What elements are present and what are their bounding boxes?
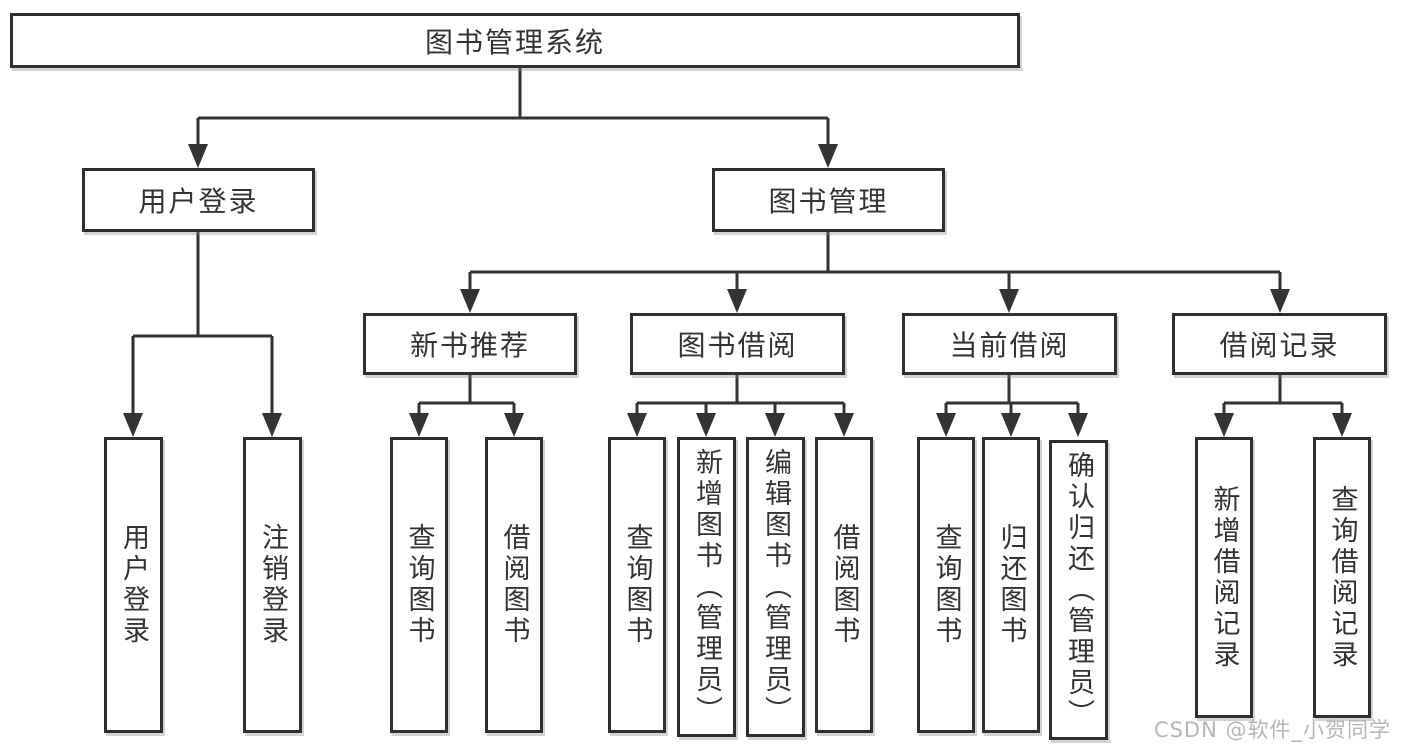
leaf-borrow-books: 借阅图书 <box>815 437 873 733</box>
leaf-query-books-current-label: 查询图书 <box>930 523 962 647</box>
leaf-confirm-return-admin: 确认归还（管理员） <box>1049 440 1108 740</box>
arrow-down-icon <box>999 289 1019 313</box>
arrow-down-icon <box>262 413 282 437</box>
leaf-borrow-books-recommend: 借阅图书 <box>485 437 543 733</box>
leaf-query-books-recommend: 查询图书 <box>390 437 448 733</box>
arrow-down-icon <box>409 413 429 437</box>
arrow-down-icon <box>727 289 747 313</box>
arrow-down-icon <box>123 413 143 437</box>
arrow-down-icon <box>1270 289 1290 313</box>
node-user-login: 用户登录 <box>82 168 315 232</box>
arrow-down-icon <box>1214 413 1234 437</box>
arrow-down-icon <box>818 144 838 168</box>
node-current-borrow: 当前借阅 <box>902 313 1117 375</box>
leaf-edit-books-admin-label: 编辑图书（管理员） <box>760 447 791 727</box>
leaf-add-borrow-record-label: 新增借阅记录 <box>1208 484 1240 671</box>
node-borrow-records-label: 借阅记录 <box>1219 329 1340 362</box>
leaf-borrow-books-recommend-label: 借阅图书 <box>498 523 530 647</box>
arrow-down-icon <box>765 413 785 437</box>
leaf-user-login: 用户登录 <box>104 437 163 733</box>
leaf-return-books-label: 归还图书 <box>995 523 1027 647</box>
node-new-book-recommend: 新书推荐 <box>363 313 577 375</box>
arrow-down-icon <box>627 413 647 437</box>
leaf-add-books-admin-label: 新增图书（管理员） <box>691 447 722 727</box>
leaf-add-books-admin: 新增图书（管理员） <box>677 437 736 737</box>
arrow-down-icon <box>1001 413 1021 437</box>
arrow-down-icon <box>460 289 480 313</box>
leaf-borrow-books-label: 借阅图书 <box>828 523 860 647</box>
arrow-down-icon <box>1332 413 1352 437</box>
arrow-down-icon <box>1068 413 1088 437</box>
node-book-management-label: 图书管理 <box>768 185 889 218</box>
leaf-edit-books-admin: 编辑图书（管理员） <box>746 437 805 737</box>
node-library-system: 图书管理系统 <box>10 13 1020 68</box>
leaf-query-books-recommend-label: 查询图书 <box>403 523 435 647</box>
leaf-query-books-borrow: 查询图书 <box>608 437 666 733</box>
leaf-return-books: 归还图书 <box>982 437 1040 733</box>
node-user-login-label: 用户登录 <box>138 185 259 218</box>
node-book-borrow: 图书借阅 <box>630 313 845 375</box>
leaf-query-borrow-record: 查询借阅记录 <box>1313 437 1371 718</box>
leaf-confirm-return-admin-label: 确认归还（管理员） <box>1063 450 1094 730</box>
arrow-down-icon <box>504 413 524 437</box>
leaf-query-books-current: 查询图书 <box>917 437 975 733</box>
node-book-borrow-label: 图书借阅 <box>677 329 798 362</box>
leaf-add-borrow-record: 新增借阅记录 <box>1195 437 1253 718</box>
node-current-borrow-label: 当前借阅 <box>949 329 1070 362</box>
node-library-system-label: 图书管理系统 <box>424 25 605 59</box>
leaf-query-books-borrow-label: 查询图书 <box>621 523 653 647</box>
node-book-management: 图书管理 <box>712 168 945 232</box>
leaf-logout: 注销登录 <box>243 437 302 733</box>
node-borrow-records: 借阅记录 <box>1172 313 1387 375</box>
leaf-query-borrow-record-label: 查询借阅记录 <box>1326 484 1358 671</box>
arrow-down-icon <box>188 144 208 168</box>
arrow-down-icon <box>936 413 956 437</box>
leaf-user-login-label: 用户登录 <box>118 523 149 647</box>
arrow-down-icon <box>834 413 854 437</box>
node-new-book-recommend-label: 新书推荐 <box>409 329 530 362</box>
csdn-watermark: CSDN @软件_小贺同学 <box>1153 718 1391 742</box>
arrow-down-icon <box>696 413 716 437</box>
leaf-logout-label: 注销登录 <box>257 523 288 647</box>
